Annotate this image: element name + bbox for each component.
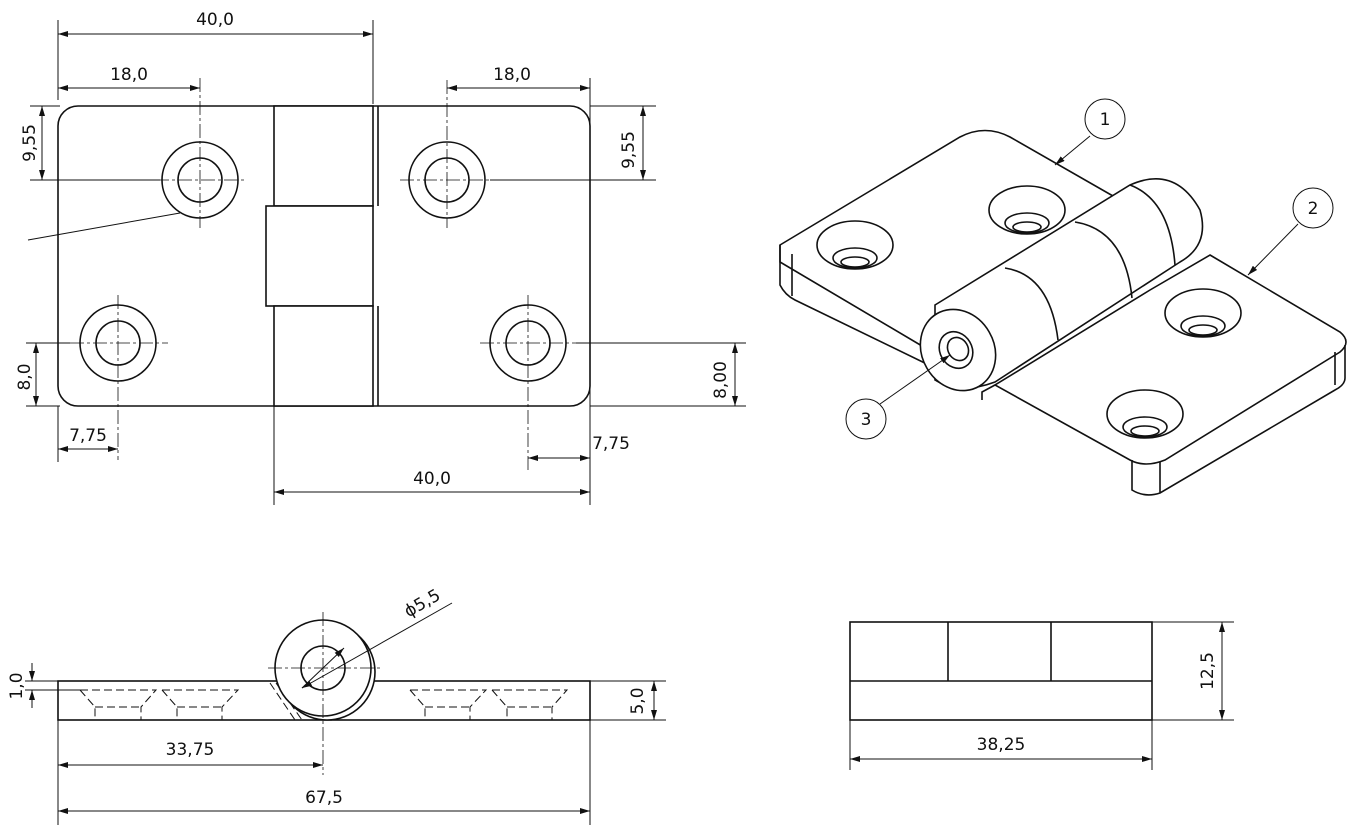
hole-top-right	[400, 80, 490, 228]
dim-knuckle-length: 38,25	[977, 735, 1026, 755]
dim-hole-vert-right: 9,55	[619, 131, 639, 169]
isometric-view: 1 2 3	[779, 98, 1347, 496]
dim-pin-diameter: ϕ5,5	[401, 585, 444, 621]
knuckle-middle	[265, 205, 374, 307]
hole-bottom-left	[70, 295, 168, 460]
dim-thickness: 5,0	[628, 687, 648, 714]
svg-text:2: 2	[1308, 199, 1319, 219]
dim-lower-hole-left: 8,0	[15, 363, 35, 390]
hole-top-left	[155, 78, 245, 228]
iso-holes	[816, 185, 1242, 439]
knuckle-end	[919, 308, 997, 392]
dim-edge-left: 7,75	[69, 426, 107, 446]
dim-overall-length: 67,5	[305, 788, 343, 808]
dim-pin-position: 33,75	[166, 740, 215, 760]
balloon-1: 1	[1084, 98, 1126, 140]
countersinks-hidden	[79, 682, 569, 721]
dim-edge-right: 7,75	[592, 434, 630, 454]
front-view: 12,5 38,25	[849, 621, 1234, 770]
knuckle-top	[273, 105, 374, 207]
top-view: 40,0 18,0 18,0 9,55 9,55 8,0 8,00 7,75 7…	[15, 10, 746, 505]
side-view: ϕ5,5 1,0 5,0 33,75 67,5	[7, 585, 666, 825]
dim-bottom-width: 40,0	[413, 469, 451, 489]
svg-text:3: 3	[861, 410, 872, 430]
dim-top-width: 40,0	[196, 10, 234, 30]
dim-hole-offset-left: 18,0	[110, 65, 148, 85]
dim-lower-hole-right: 8,00	[711, 361, 731, 399]
balloon-2: 2	[1292, 187, 1334, 229]
leader-line	[27, 212, 181, 241]
balloon-3: 3	[845, 398, 887, 440]
hole-bottom-right	[480, 295, 576, 470]
knuckle-bottom	[273, 305, 374, 407]
dim-countersink-depth: 1,0	[7, 672, 27, 699]
dim-height: 12,5	[1198, 652, 1218, 690]
dim-hole-vert-left: 9,55	[20, 124, 40, 162]
leaf-right	[993, 254, 1347, 465]
svg-text:1: 1	[1100, 110, 1111, 130]
dim-hole-offset-right: 18,0	[493, 65, 531, 85]
